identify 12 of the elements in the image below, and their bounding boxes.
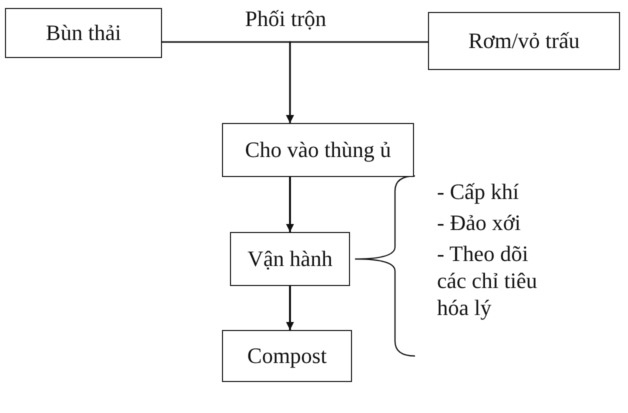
process-box: Cho vào thùng ủ	[222, 123, 414, 177]
note-text: - Cấp khí	[437, 178, 520, 205]
process-box: Compost	[222, 330, 352, 382]
process-label: Phối trộn	[245, 5, 326, 32]
arrow	[286, 177, 294, 232]
arrow	[286, 286, 294, 330]
arrow	[286, 41, 428, 123]
process-box: Vận hành	[230, 232, 350, 286]
note-text: - Đảo xới	[437, 209, 522, 236]
note-text: - Theo dõi các chỉ tiêu hóa lý	[437, 240, 538, 321]
process-box: Rơm/vỏ trấu	[428, 12, 620, 70]
process-box: Bùn thải	[5, 8, 162, 58]
